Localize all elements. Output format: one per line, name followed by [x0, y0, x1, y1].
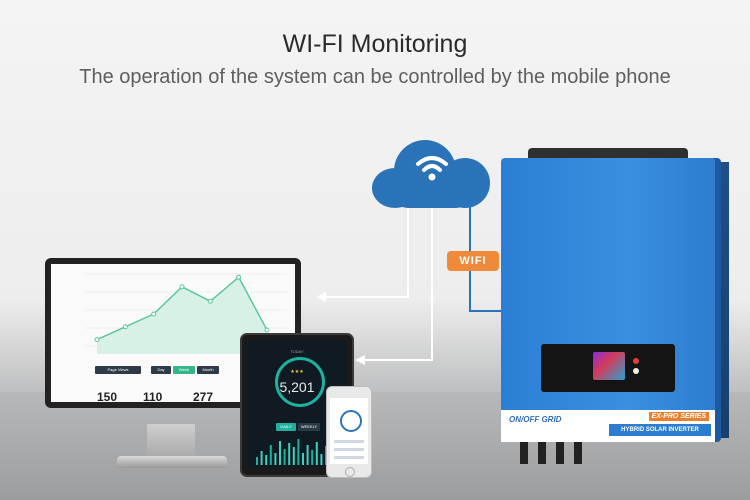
wifi-icon	[416, 156, 448, 181]
week-button[interactable]: Week	[173, 366, 195, 374]
chart-point	[207, 298, 213, 304]
page-views-button[interactable]: Page Views	[95, 366, 141, 374]
weekly-button[interactable]: WEEKLY	[298, 423, 320, 431]
monitor-stand	[147, 424, 195, 458]
series-label: EX-PRO SERIES	[648, 412, 709, 421]
monitor-line-chart	[85, 273, 287, 354]
month-button[interactable]: Month	[197, 366, 219, 374]
phone-row	[334, 448, 364, 451]
tablet-bar	[265, 455, 268, 465]
tablet-bar	[315, 442, 318, 465]
monitor-base	[117, 456, 227, 468]
chart-point	[179, 284, 185, 290]
phone-screen	[330, 398, 368, 464]
tablet-bar	[269, 445, 272, 465]
stat-value-3: 277	[193, 390, 214, 402]
today-label: TODAY	[290, 349, 304, 354]
lcd-screen	[593, 352, 625, 380]
daily-button[interactable]: DAILY	[276, 423, 296, 431]
grid-mode-label: ON/OFF GRID	[509, 415, 562, 424]
chart-point	[264, 327, 270, 333]
tablet-bar	[256, 457, 258, 465]
cable-terminal	[556, 442, 564, 464]
cloud-icon	[372, 140, 492, 210]
tablet-bar	[297, 439, 300, 465]
tablet-bar	[306, 445, 309, 465]
inverter-display-panel	[541, 344, 675, 392]
tablet-bar	[311, 450, 314, 465]
tablet-bar	[279, 441, 281, 465]
chart-point	[236, 274, 242, 280]
home-button[interactable]	[345, 467, 355, 477]
wifi-label-badge: WIFI	[447, 251, 499, 271]
tablet-bar	[260, 451, 263, 465]
page-subtitle: The operation of the system can be contr…	[79, 66, 671, 88]
tablet-bar	[283, 449, 286, 465]
cable-terminal	[538, 442, 546, 464]
rating-stars: ★★★	[290, 369, 304, 375]
status-led	[633, 358, 639, 364]
phone-row	[334, 440, 364, 443]
day-button[interactable]: Day	[151, 366, 171, 374]
control-button[interactable]	[633, 368, 639, 374]
page-title: WI-FI Monitoring	[282, 30, 468, 58]
stat-value-2: 110	[143, 390, 163, 402]
chart-point	[122, 324, 128, 330]
tablet-bar	[292, 447, 295, 465]
stat-value-1: 150	[97, 390, 118, 402]
phone-row	[334, 456, 364, 459]
mobile-phone	[326, 386, 372, 478]
cable-terminal	[574, 442, 582, 464]
product-label: HYBRID SOLAR INVERTER	[609, 424, 711, 436]
chart-point	[151, 311, 157, 317]
cable-terminal	[520, 442, 528, 464]
tablet-bar	[274, 453, 277, 465]
hybrid-solar-inverter: ON/OFF GRID EX-PRO SERIES HYBRID SOLAR I…	[501, 158, 715, 442]
phone-ring	[340, 410, 362, 432]
chart-area	[97, 277, 267, 354]
tablet-bar	[320, 454, 323, 465]
inverter-side	[715, 162, 729, 438]
chart-point	[94, 337, 100, 343]
tablet-bar	[288, 443, 291, 465]
tablet-bar	[302, 453, 304, 465]
tablet-value: 5,201	[279, 379, 315, 395]
inverter-label-stripe: ON/OFF GRID EX-PRO SERIES HYBRID SOLAR I…	[501, 410, 715, 442]
progress-ring	[275, 357, 325, 407]
inverter-mount	[528, 148, 688, 160]
